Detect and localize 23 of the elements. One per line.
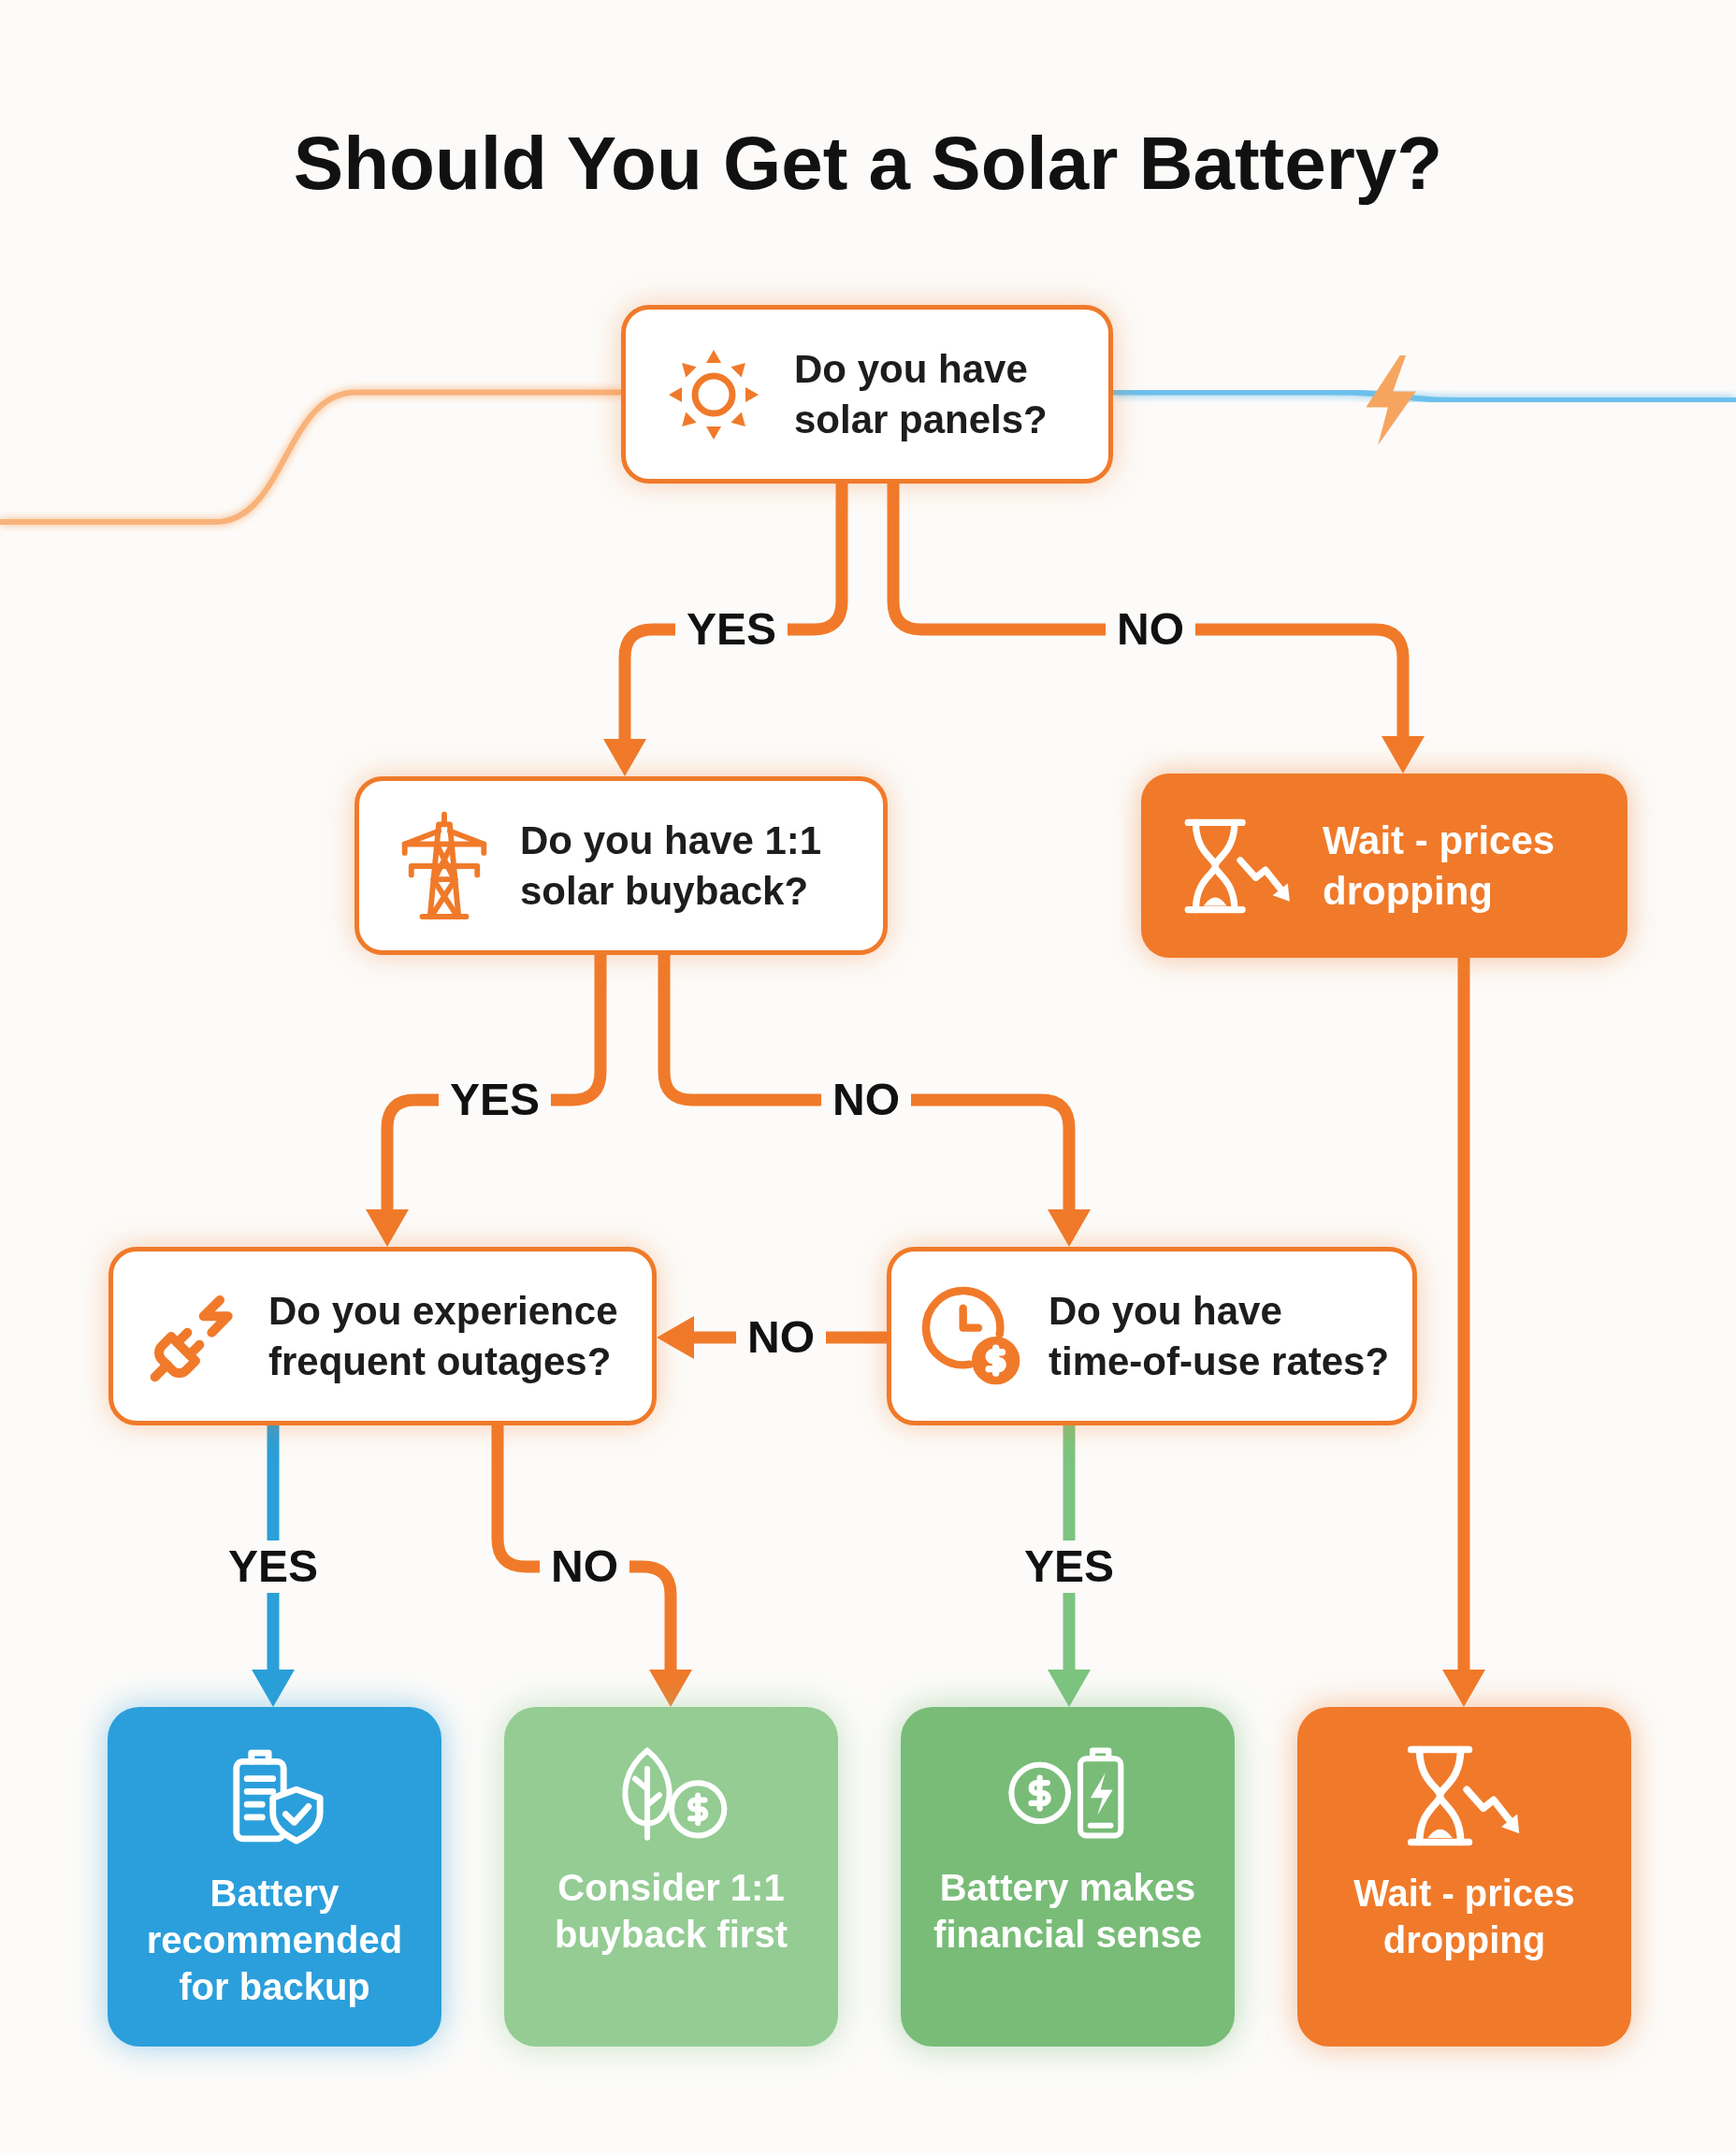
- outcome-box: [901, 1707, 1235, 2047]
- decision-box: [354, 776, 888, 955]
- question-text: Do you have solar panels?: [794, 345, 1049, 443]
- outcome-text: Wait - prices dropping: [1353, 1872, 1576, 1962]
- question-text: Do you experience frequent outages?: [268, 1287, 619, 1385]
- outcome-text: Battery recommended for backup: [145, 1872, 404, 2009]
- outcome-text: Consider 1:1 buyback first: [554, 1866, 788, 1957]
- outcome-box: [108, 1707, 441, 2047]
- outcome-text: Battery makes financial sense: [933, 1866, 1203, 1957]
- outcome-text: Wait - prices dropping: [1323, 817, 1556, 915]
- decision-box: [108, 1247, 657, 1425]
- outcome-box: [1141, 774, 1628, 958]
- power-line: [1113, 389, 1736, 403]
- arrow: [887, 484, 1425, 774]
- decision-box: [621, 305, 1113, 484]
- decision-box: [887, 1247, 1417, 1425]
- question-text: Do you have 1:1 solar buyback?: [520, 817, 823, 915]
- outcome-box: [504, 1707, 838, 2047]
- outcome-box: [1297, 1707, 1631, 2047]
- question-text: Do you have time-of-use rates?: [1049, 1287, 1391, 1385]
- power-line: [0, 389, 621, 525]
- arrow: [1442, 958, 1485, 1707]
- title: Should You Get a Solar Battery?: [293, 122, 1443, 206]
